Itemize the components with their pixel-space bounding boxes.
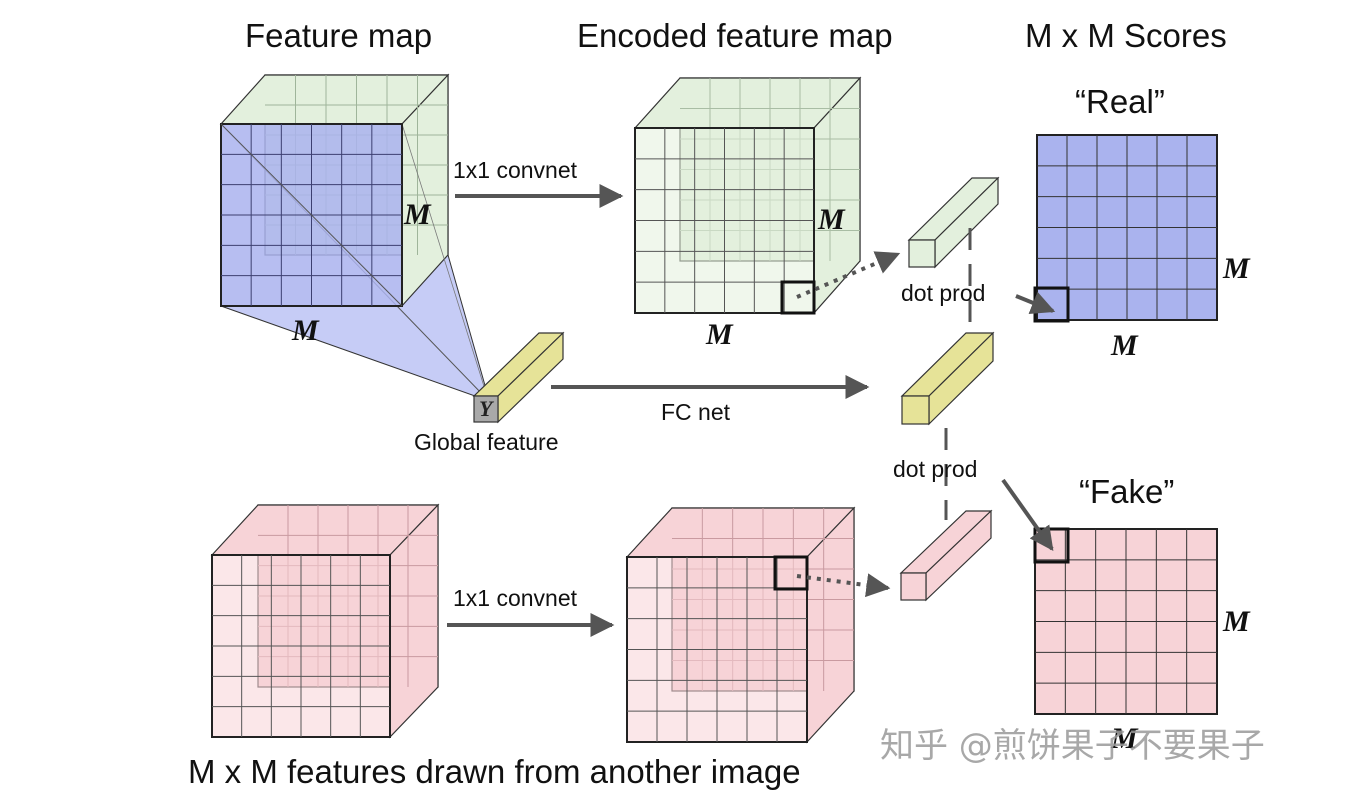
dot-prod-label-bottom: dot prod bbox=[893, 456, 977, 482]
encoded-vector-bottom bbox=[899, 509, 993, 602]
m-label-real-side: M bbox=[1222, 252, 1251, 285]
m-label-fm-side: M bbox=[403, 198, 432, 231]
arrow-dot-prod-fake bbox=[1001, 478, 1054, 551]
bottom-caption: M x M features drawn from another image bbox=[188, 753, 801, 790]
feature-map-cube: M M bbox=[219, 73, 489, 397]
selected-cell-top bbox=[780, 280, 816, 315]
m-label-enc-side: M bbox=[817, 203, 846, 236]
heading-scores: M x M Scores bbox=[1025, 17, 1227, 54]
m-label-fake-bottom: M bbox=[1110, 722, 1139, 755]
heading-encoded-feature-map: Encoded feature map bbox=[577, 17, 893, 54]
y-face bbox=[473, 395, 499, 423]
encoded-feature-map-cube: M M bbox=[633, 76, 862, 351]
global-feature-bar: Y bbox=[472, 331, 565, 424]
y-label: Y bbox=[479, 396, 495, 421]
heading-feature-map: Feature map bbox=[245, 17, 432, 54]
other-image-feature-cube bbox=[210, 503, 440, 739]
fake-score-grid: M M bbox=[1033, 527, 1251, 755]
conv-label-bottom: 1x1 convnet bbox=[453, 585, 578, 611]
encoded-vector-top bbox=[907, 176, 1000, 269]
selected-cell-bottom bbox=[773, 555, 809, 591]
m-label-real-bottom: M bbox=[1110, 329, 1139, 362]
m-label-fake-side: M bbox=[1222, 605, 1251, 638]
arrow-dotted-top bbox=[796, 251, 901, 299]
fake-label: “Fake” bbox=[1079, 473, 1174, 510]
arrows bbox=[447, 184, 1056, 637]
real-score-grid: M M bbox=[1033, 134, 1251, 362]
fc-net-label: FC net bbox=[661, 399, 731, 425]
conv-label-top: 1x1 convnet bbox=[453, 157, 578, 183]
real-label: “Real” bbox=[1075, 83, 1165, 120]
m-label-fm-bottom: M bbox=[291, 314, 320, 347]
global-feature-label: Global feature bbox=[414, 429, 558, 455]
m-label-enc-bottom: M bbox=[705, 318, 734, 351]
dot-prod-label-top: dot prod bbox=[901, 280, 985, 306]
watermark: 知乎 @煎饼果子不要果子 bbox=[880, 726, 1265, 766]
encoded-other-image-cube bbox=[625, 506, 856, 744]
arrow-dot-prod-real bbox=[1015, 291, 1056, 315]
projected-global-vector bbox=[900, 331, 995, 426]
